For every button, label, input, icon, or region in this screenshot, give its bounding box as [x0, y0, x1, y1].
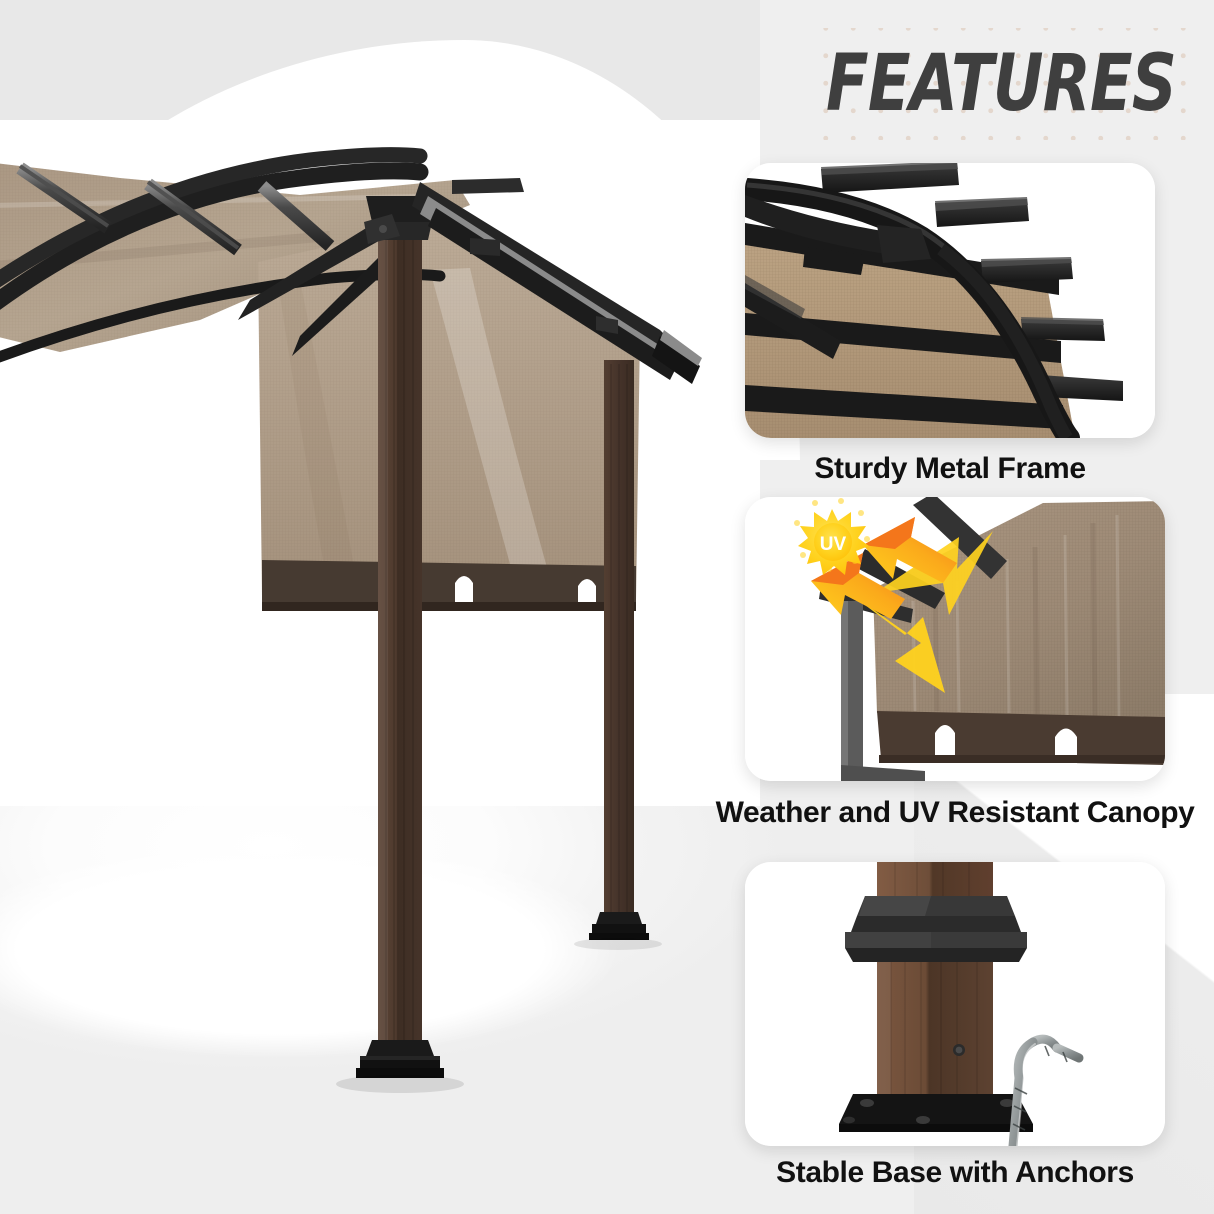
- pergola-illustration: [0, 147, 702, 1093]
- feature-caption-2: Weather and UV Resistant Canopy: [715, 796, 1195, 829]
- page-title: FEATURES: [825, 39, 1177, 129]
- uv-canopy-closeup-image: UV: [745, 497, 1165, 781]
- feature-card-stable-base-anchors[interactable]: [745, 862, 1165, 1146]
- metal-frame-closeup-image: [745, 163, 1155, 438]
- features-heading: FEATURES: [806, 28, 1196, 140]
- post-base-anchor-closeup-image: [745, 862, 1165, 1146]
- feature-caption-3: Stable Base with Anchors: [776, 1156, 1134, 1189]
- dot-pattern-background: [806, 28, 1196, 140]
- feature-card-uv-resistant-canopy[interactable]: UV: [745, 497, 1165, 781]
- uv-badge-label: UV: [820, 534, 847, 555]
- feature-caption-1: Sturdy Metal Frame: [814, 452, 1086, 485]
- hero-product-image: [0, 40, 840, 1214]
- feature-card-sturdy-metal-frame[interactable]: [745, 163, 1155, 438]
